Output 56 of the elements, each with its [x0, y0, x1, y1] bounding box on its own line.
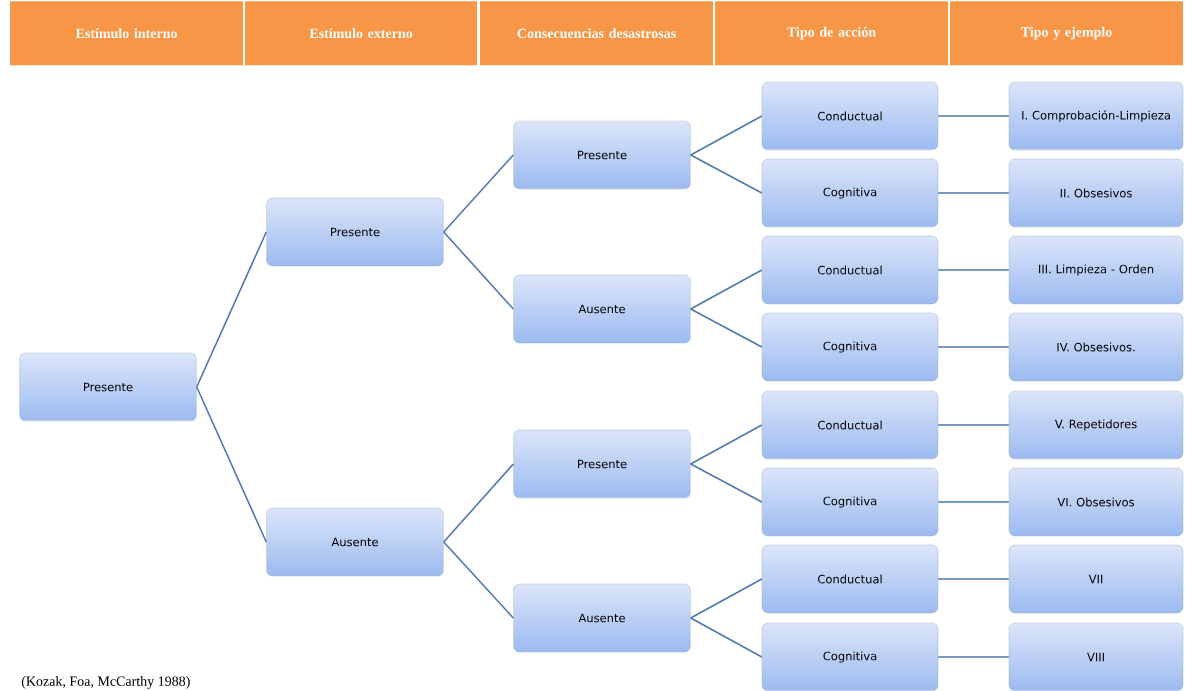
node-label: Consecuencias desastrosas: [517, 28, 676, 39]
connector-line: [195, 386, 268, 543]
tree-box: Presente: [19, 352, 197, 422]
connector-line: [442, 541, 515, 619]
tree-box: VI. Obsesivos: [1008, 467, 1184, 537]
node-label: Tipo y ejemplo: [1020, 26, 1112, 40]
tree-box: I. Comprobación-Limpieza: [1008, 81, 1184, 151]
connector-line: [689, 578, 763, 619]
tree-box: Ausente: [513, 274, 691, 344]
connector-line: [937, 192, 1010, 194]
tree-box: Presente: [513, 120, 691, 190]
tree-box: Presente: [266, 197, 444, 267]
connector-line: [689, 269, 763, 310]
connector-line: [689, 424, 763, 465]
connector-line: [689, 463, 763, 503]
tree-box: II. Obsesivos: [1008, 158, 1184, 228]
connector-line: [937, 346, 1010, 348]
tree-box: Conductual: [761, 544, 939, 614]
header-cell: Estímulo externo: [245, 1, 477, 66]
connector-line: [937, 501, 1010, 503]
tree-box: Cognitiva: [761, 158, 939, 228]
header-cell: Tipo y ejemplo: [950, 1, 1183, 66]
tree-box: Conductual: [761, 81, 939, 151]
connector-line: [937, 269, 1010, 271]
connector-line: [937, 578, 1010, 580]
header-cell: Consecuencias desastrosas: [480, 1, 713, 66]
tree-box: V. Repetidores: [1008, 390, 1184, 460]
header-cell: Tipo de acción: [715, 1, 948, 66]
source-caption: (Kozak, Foa, McCarthy 1988): [21, 676, 190, 689]
tree-box: Ausente: [513, 583, 691, 653]
connector-line: [689, 115, 763, 156]
connector-line: [442, 154, 515, 233]
connector-line: [937, 656, 1010, 658]
tree-box: Ausente: [266, 507, 444, 577]
connector-line: [442, 463, 515, 543]
header-cell: Estímulo interno: [10, 1, 243, 66]
tree-box: Conductual: [761, 235, 939, 305]
connector-line: [689, 154, 763, 194]
connector-line: [195, 231, 268, 388]
connector-line: [442, 231, 515, 310]
tree-box: VIII: [1008, 622, 1184, 691]
connector-line: [689, 617, 763, 658]
tree-box: III. Limpieza - Orden: [1008, 235, 1184, 305]
tree-box: IV. Obsesivos.: [1008, 312, 1184, 382]
node-label: Tipo de acción: [787, 26, 876, 40]
tree-box: Presente: [513, 429, 691, 499]
tree-box: Cognitiva: [761, 312, 939, 382]
connector-line: [937, 115, 1010, 117]
tree-box: VII: [1008, 544, 1184, 614]
node-label: Estímulo externo: [309, 28, 413, 39]
tree-box: Cognitiva: [761, 467, 939, 537]
tree-box: Cognitiva: [761, 622, 939, 691]
connector-line: [937, 424, 1010, 426]
tree-box: Conductual: [761, 390, 939, 460]
connector-line: [689, 308, 763, 348]
node-label: Estímulo interno: [75, 28, 177, 39]
